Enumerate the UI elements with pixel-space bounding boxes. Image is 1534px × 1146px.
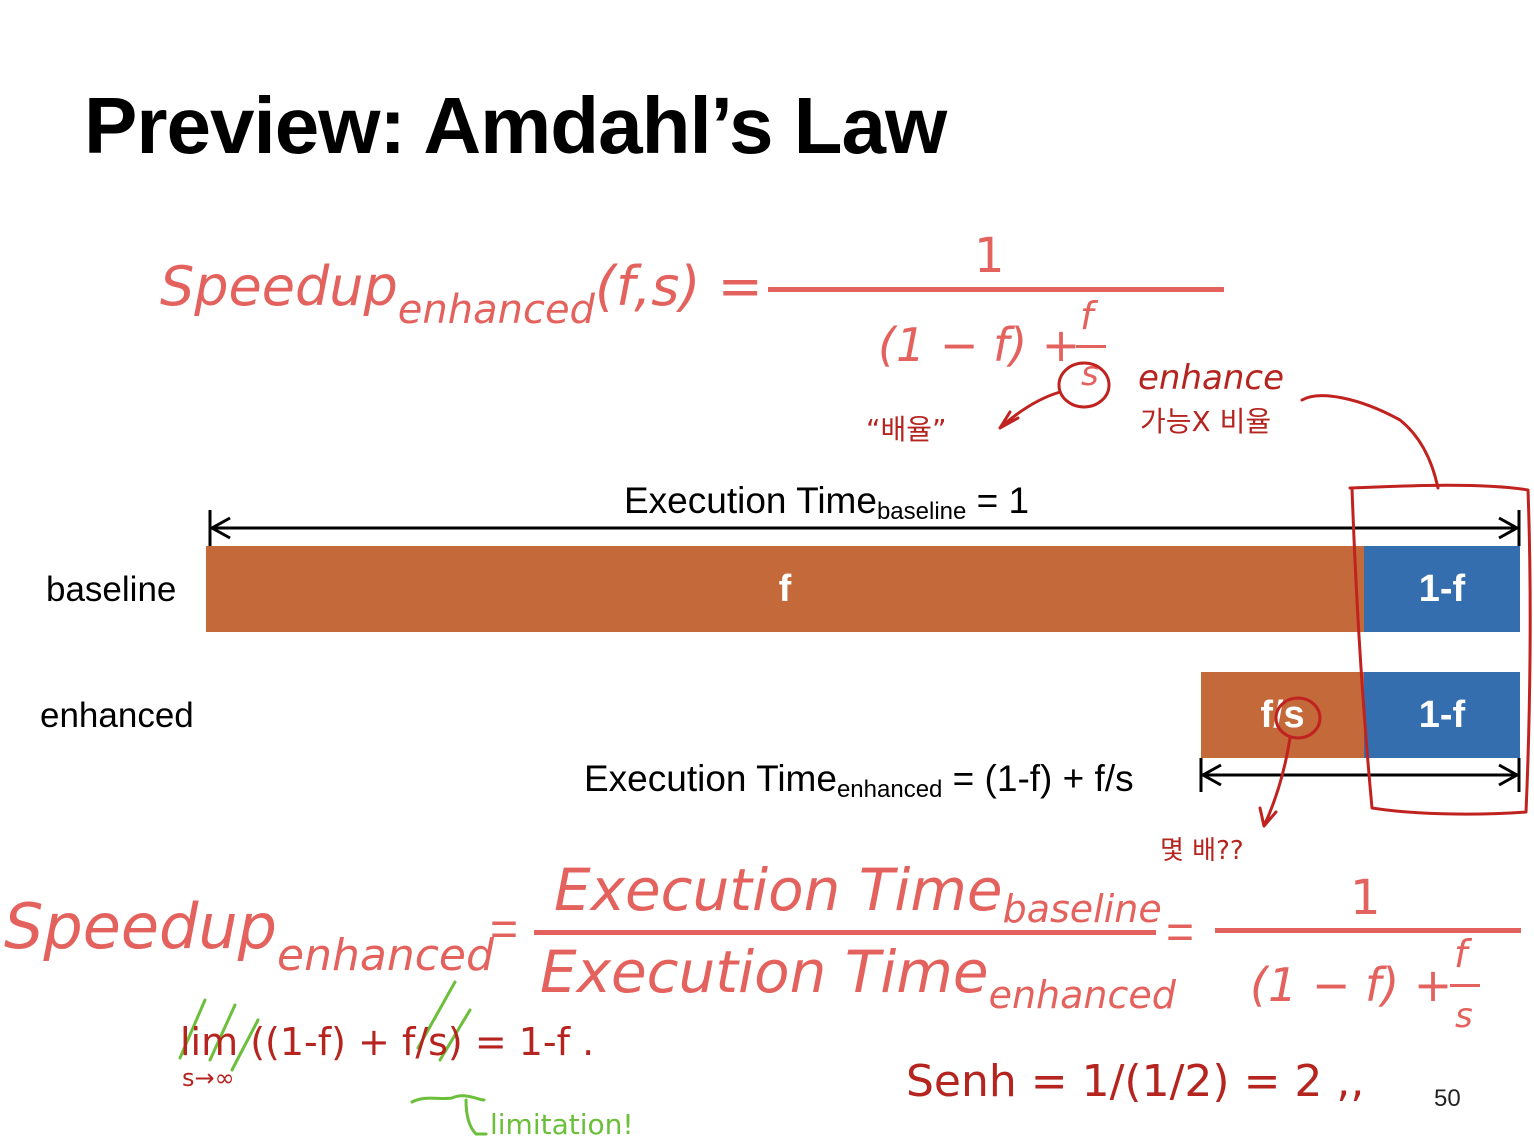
limitation-arrow	[410, 1094, 488, 1136]
bottom-equals-2: =	[1166, 906, 1195, 959]
speedup-subscript: enhanced	[397, 287, 595, 333]
bottom-num-main: Execution Time	[554, 856, 1003, 924]
bottom-num-sub: baseline	[1002, 887, 1162, 931]
bar-enhanced-f-over-s: f/s	[1201, 672, 1364, 758]
box-connector	[1300, 394, 1440, 490]
exec-baseline-main: Execution Time	[624, 480, 877, 521]
green-ink	[178, 980, 488, 1136]
speedup-text: Speedup	[160, 255, 398, 318]
bar-baseline-f: f	[206, 546, 1364, 632]
bar-baseline-one-minus-f: 1-f	[1364, 546, 1520, 632]
bottom-rhs-bar	[1215, 928, 1521, 933]
exec-time-baseline: Execution Timebaseline = 1	[624, 480, 1029, 526]
bottom-den-main: Execution Time	[540, 938, 989, 1006]
slide-title: Preview: Amdahl’s Law	[84, 81, 947, 170]
enhanced-span-arrow	[1199, 758, 1521, 792]
bottom-speedup-sub: enhanced	[277, 930, 494, 981]
exec-enhanced-rhs: = (1-f) + f/s	[942, 758, 1134, 799]
bottom-fraction-bar	[534, 930, 1156, 935]
how-many-arrow	[1258, 736, 1292, 828]
how-many-times-note: 몇 배??	[1160, 836, 1244, 866]
limitation-note: limitation!	[490, 1108, 634, 1141]
bottom-speedup-text: Speedup	[4, 890, 278, 963]
s-circle-top	[1057, 361, 1111, 409]
baseline-label: baseline	[46, 570, 177, 609]
top-numerator: 1	[974, 228, 1005, 284]
exec-time-enhanced: Execution Timeenhanced = (1-f) + f/s	[584, 758, 1134, 804]
top-frac-bar	[1076, 345, 1106, 348]
top-formula-lhs: Speedupenhanced(f,s) =	[160, 255, 763, 333]
top-denominator: (1 − f) +	[878, 318, 1081, 372]
exec-baseline-sub: baseline	[876, 498, 967, 525]
bottom-num: Execution Timebaseline	[554, 856, 1162, 931]
enhance-note-line2: 가능X 비율	[1140, 405, 1272, 438]
bottom-equals-1: =	[490, 903, 519, 956]
speedup-args: (f,s) =	[594, 255, 763, 318]
s-enh-equation: Senh = 1/(1/2) = 2 ,,	[906, 1056, 1365, 1107]
baseline-span-arrow	[208, 510, 1521, 546]
bottom-den-sub: enhanced	[988, 973, 1176, 1017]
red-ink	[998, 361, 1532, 828]
top-fraction-bar	[768, 287, 1224, 292]
s-circle-bar	[1274, 696, 1322, 740]
bottom-rhs-frac-den: s	[1455, 996, 1473, 1036]
exec-baseline-rhs: = 1	[966, 480, 1030, 521]
limit-subscript: s→∞	[182, 1064, 235, 1092]
bottom-rhs-num: 1	[1350, 870, 1381, 926]
exec-enhanced-sub: enhanced	[836, 776, 943, 803]
ratio-arrow	[998, 390, 1062, 430]
bottom-rhs-frac-bar	[1450, 984, 1480, 987]
limit-expression: lim ((1-f) + f/s) = 1-f .	[180, 1020, 595, 1064]
page-number: 50	[1434, 1085, 1461, 1112]
enhance-note-line1: enhance	[1138, 358, 1285, 398]
bottom-rhs-den: (1 − f) +	[1250, 958, 1453, 1012]
bar-enhanced-one-minus-f: 1-f	[1364, 672, 1520, 758]
ratio-note: “배율”	[866, 413, 947, 446]
bottom-den: Execution Timeenhanced	[540, 938, 1176, 1017]
bottom-rhs-frac-num: f	[1454, 932, 1468, 976]
bottom-lhs: Speedupenhanced	[4, 890, 494, 981]
highlight-box	[1348, 483, 1532, 816]
top-frac-num: f	[1080, 294, 1094, 338]
enhanced-label: enhanced	[40, 696, 194, 735]
exec-enhanced-main: Execution Time	[584, 758, 837, 799]
